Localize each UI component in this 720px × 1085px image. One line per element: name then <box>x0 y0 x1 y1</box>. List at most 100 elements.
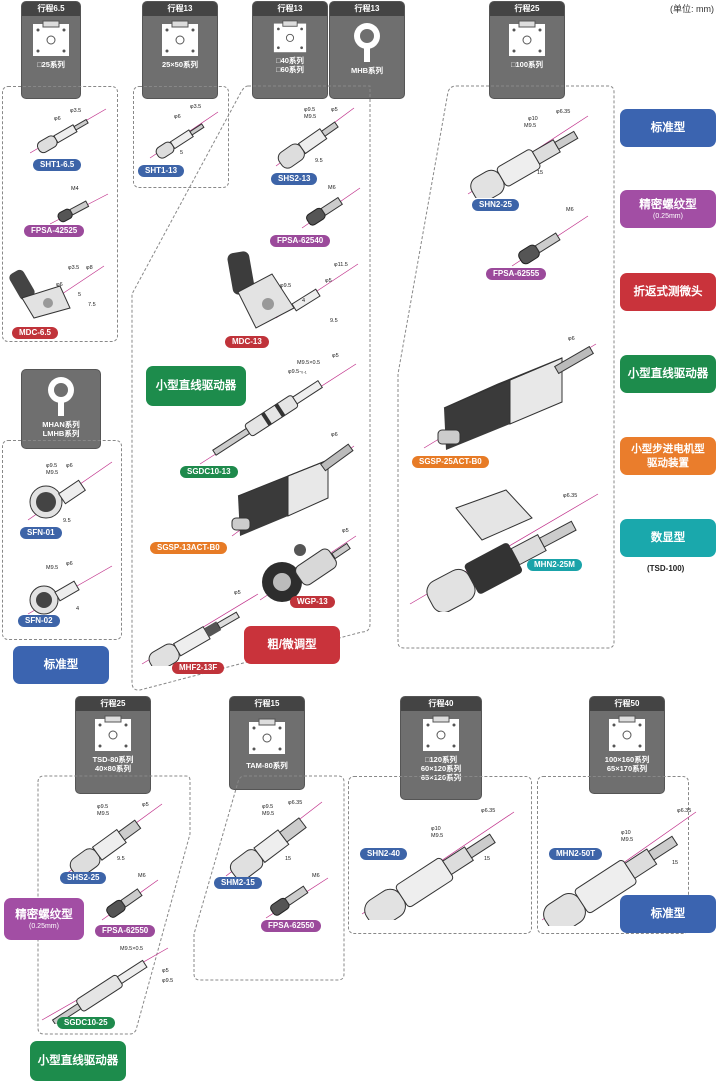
stroke-label: 行程15 <box>230 697 304 711</box>
category-coarse-fine[interactable]: 粗/微调型 <box>244 626 340 664</box>
model-tag-shs2-25[interactable]: SHS2-25 <box>60 872 107 884</box>
model-tag-shn2-40[interactable]: SHN2-40 <box>360 848 407 860</box>
dim-phi5: φ5 <box>325 278 332 284</box>
category-label: 标准型 <box>650 908 686 920</box>
stroke-label: 行程40 <box>401 697 481 711</box>
dim-4: 4 <box>302 298 306 304</box>
model-tag-sgsp-25act-b0[interactable]: SGSP-25ACT-B0 <box>412 456 489 468</box>
model-tag-sgsp-13act-b0[interactable]: SGSP-13ACT-B0 <box>150 542 227 554</box>
dim-phi95: φ9.5 <box>162 978 174 984</box>
model-tag-mhn2-25m[interactable]: MHN2-25M <box>527 559 582 571</box>
category-fine-thread[interactable]: 精密螺纹型(0.25mm) <box>620 190 716 228</box>
series-label: MHB系列 <box>350 66 384 75</box>
micrometer-mhn2-25m <box>409 489 599 612</box>
model-tag-fpsa-62550-a[interactable]: FPSA-62550 <box>95 925 156 937</box>
dim-phi635: φ6.35 <box>677 808 692 814</box>
category-standard[interactable]: 标准型 <box>620 109 716 147</box>
stage-icon <box>509 20 545 56</box>
model-tag-sfn-01[interactable]: SFN-01 <box>20 527 62 539</box>
model-tag-shm2-15[interactable]: SHM2-15 <box>214 877 262 889</box>
stage-icon <box>95 715 131 751</box>
model-tag-sht1-13[interactable]: SHT1-13 <box>138 165 185 177</box>
dim-m95x05: M9.5×0.5 <box>120 946 144 952</box>
dim-5: 5 <box>180 150 184 156</box>
model-tag-fpsa-62555[interactable]: FPSA-62555 <box>486 268 547 280</box>
stage-icon <box>273 20 307 53</box>
model-tag-sfn-02[interactable]: SFN-02 <box>18 615 60 627</box>
micrometer-sfn-01 <box>27 461 113 521</box>
model-tag-mhn2-50t[interactable]: MHN2-50T <box>549 848 603 860</box>
dim-phi5: φ5 <box>342 528 349 534</box>
dim-m95: M9.5 <box>304 114 317 120</box>
model-tag-fpsa-62540[interactable]: FPSA-62540 <box>270 235 331 247</box>
dim-phi35: φ3.5 <box>190 104 202 110</box>
micrometer-mhf2-13f <box>141 593 259 666</box>
micrometer-shm2-15 <box>225 801 323 881</box>
dim-phi35: φ3.5 <box>70 108 82 114</box>
unit-label: (单位: mm) <box>670 4 714 14</box>
micrometer-mhn2-50t <box>541 811 697 926</box>
model-tag-fpsa-42525[interactable]: FPSA-42525 <box>24 225 85 237</box>
stage-card-13-b: 行程13 □40系列 □60系列 <box>253 2 327 98</box>
category-stepper[interactable]: 小型步进电机型驱动装置 <box>620 437 716 475</box>
dim-m4: M4 <box>71 186 79 192</box>
micrometer-sht1-13 <box>149 111 219 159</box>
micrometer-shs2-25 <box>65 803 163 877</box>
category-standard-bottom[interactable]: 标准型 <box>620 895 716 933</box>
model-tag-sgdc10-25[interactable]: SGDC10-25 <box>57 1017 115 1029</box>
dim-phi95: φ9.5 <box>46 463 58 469</box>
series-label: □120系列 60×120系列 65×120系列 <box>420 755 462 782</box>
model-tag-sht1-6-5[interactable]: SHT1-6.5 <box>33 159 82 171</box>
dim-9-5: 9.5 <box>315 158 323 164</box>
category-folded[interactable]: 折返式测微头 <box>620 273 716 311</box>
category-digital[interactable]: 数显型 <box>620 519 716 557</box>
stage-card-50: 行程50 100×160系列 65×170系列 <box>590 697 664 793</box>
category-sub-label: (0.25mm) <box>29 922 59 930</box>
dim-phi5: φ5 <box>234 590 241 596</box>
dim-m6: M6 <box>312 873 320 879</box>
category-label: 标准型 <box>43 659 79 671</box>
group-box-tam80 <box>193 775 345 981</box>
model-tag-wgp-13[interactable]: WGP-13 <box>290 596 335 608</box>
dim-9-5: 9.5 <box>330 318 338 324</box>
model-tag-mdc-6-5[interactable]: MDC-6.5 <box>12 327 59 339</box>
micrometer-fpsa-62550-b <box>265 877 329 919</box>
series-label: □25系列 <box>37 60 65 69</box>
category-linear-actuator-bottom[interactable]: 小型直线驱动器 <box>30 1041 126 1081</box>
dim-phi6: φ6 <box>66 463 73 469</box>
micrometer-fpsa-62555 <box>511 215 589 267</box>
model-tag-sgdc10-13[interactable]: SGDC10-13 <box>180 466 238 478</box>
stroke-label: 行程13 <box>143 2 217 16</box>
dim-phi95: φ9.5 <box>262 804 274 810</box>
dim-m6: M6 <box>328 185 336 191</box>
category-linear-actuator[interactable]: 小型直线驱动器 <box>620 355 716 393</box>
stroke-label: 行程25 <box>490 2 564 16</box>
group-box-40 <box>348 776 532 934</box>
dim-phi95-tol: φ9.5-₀.₁ <box>288 369 307 375</box>
model-tag-mhf2-13f[interactable]: MHF2-13F <box>172 662 225 674</box>
dim-15: 15 <box>672 860 679 866</box>
model-tag-shs2-13[interactable]: SHS2-13 <box>271 173 318 185</box>
dim-phi10: φ10 <box>431 826 441 832</box>
model-tag-mdc-13[interactable]: MDC-13 <box>225 336 269 348</box>
category-label: 精密螺纹型 <box>15 908 73 921</box>
dim-phi95: φ9.5 <box>97 804 109 810</box>
category-standard-mhan[interactable]: 标准型 <box>13 646 109 684</box>
actuator-sgsp-13 <box>231 443 355 537</box>
stage-card-mhan: MHAN系列 LMHB系列 <box>22 370 100 448</box>
model-tag-fpsa-62550-b[interactable]: FPSA-62550 <box>261 920 322 932</box>
category-label: 数显型 <box>650 532 686 544</box>
dim-phi6: φ6 <box>174 114 181 120</box>
dim-m95: M9.5 <box>97 811 110 817</box>
dim-phi10: φ10 <box>528 116 538 122</box>
model-tag-shn2-25[interactable]: SHN2-25 <box>472 199 519 211</box>
dim-phi5: φ5 <box>331 107 338 113</box>
stroke-label: 行程25 <box>76 697 150 711</box>
dim-phi35: φ3.5 <box>68 265 80 271</box>
category-fine-thread-bottom[interactable]: 精密螺纹型(0.25mm) <box>4 898 84 940</box>
category-linear-actuator-mid[interactable]: 小型直线驱动器 <box>146 366 246 406</box>
group-box-mhan <box>2 440 122 640</box>
dim-phi95: φ9.5 <box>304 107 316 113</box>
dim-9-5: 9.5 <box>117 856 125 862</box>
actuator-sgdc10-25 <box>41 947 169 1024</box>
